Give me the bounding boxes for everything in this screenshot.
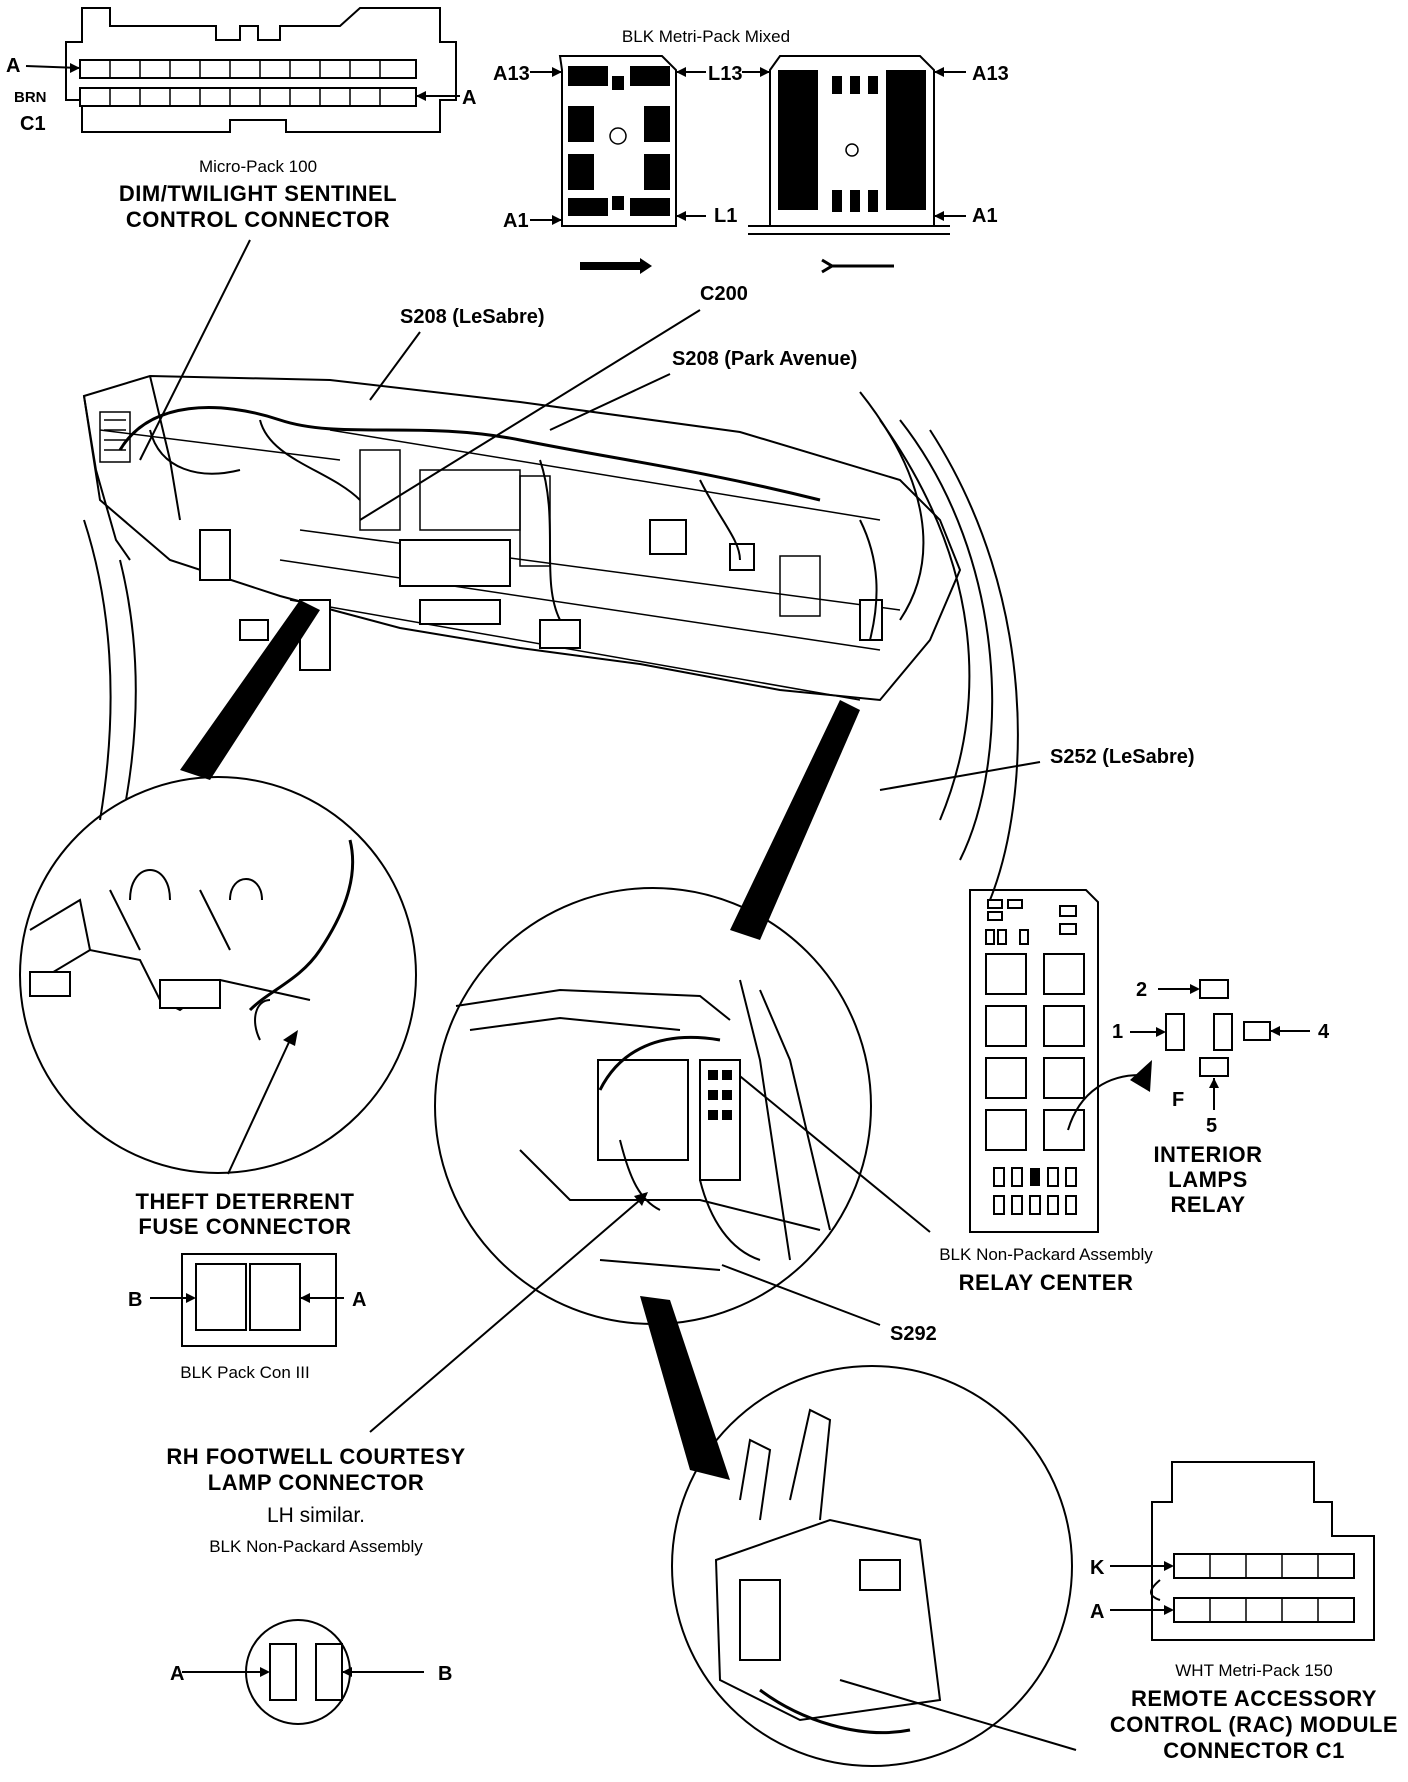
footwell-title-line1: RH FOOTWELL COURTESY	[166, 1444, 465, 1469]
footwell-connector-face	[182, 1619, 424, 1725]
s208-park-callout: S208 (Park Avenue)	[672, 348, 857, 370]
relay-pin-2: 2	[1136, 979, 1147, 1001]
c200-right-top-label: A13	[972, 63, 1009, 85]
dim-twilight-connector: A A BRN C1 Micro-Pack 100 DIM/TWILIGHT S…	[6, 7, 476, 232]
c200-left-bottom-label: A1	[503, 210, 529, 232]
footwell-assembly: BLK Non-Packard Assembly	[209, 1537, 423, 1556]
rac-title-line2: CONTROL (RAC) MODULE	[1110, 1712, 1398, 1737]
relay-center-detail-circle	[434, 887, 872, 1325]
c200-right-bottom-label: A1	[972, 205, 998, 227]
c200-mid-top-label: L13	[708, 63, 742, 85]
rac-type: WHT Metri-Pack 150	[1175, 1661, 1332, 1680]
footwell-leader-arrow	[634, 1192, 648, 1206]
c200-callout: C200	[700, 283, 748, 305]
connector-title-line2: CONTROL CONNECTOR	[126, 207, 390, 232]
relay-pin-4: 4	[1318, 1021, 1330, 1043]
c200-connector: BLK Metri-Pack Mixed	[493, 27, 1009, 274]
bottom-pin-row	[109, 88, 381, 106]
s292-callout: S292	[890, 1323, 937, 1345]
theft-pin-a: A	[352, 1289, 366, 1311]
pin-a-right-label: A	[462, 87, 476, 109]
theft-title-line2: FUSE CONNECTOR	[138, 1214, 351, 1239]
footwell-title-line2: LAMP CONNECTOR	[208, 1470, 424, 1495]
footwell-pin-a: A	[170, 1663, 184, 1685]
top-pin-row	[109, 60, 381, 78]
c200-right-cavities	[778, 70, 926, 212]
dashboard-illustration	[82, 374, 1019, 901]
pointer-wedge-left	[180, 600, 320, 780]
pin-a-left-label: A	[6, 55, 20, 77]
rac-connector-face	[1110, 1461, 1375, 1641]
relay-center-title: RELAY CENTER	[959, 1270, 1134, 1295]
c200-type-label: BLK Metri-Pack Mixed	[622, 27, 790, 46]
theft-type: BLK Pack Con III	[180, 1363, 309, 1382]
relay-pin-f: F	[1172, 1089, 1184, 1111]
footwell-note: LH similar.	[267, 1504, 365, 1527]
callout-labels: C200 S208 (LeSabre) S208 (Park Avenue) S…	[400, 283, 1195, 1345]
connector-title-line1: DIM/TWILIGHT SENTINEL	[119, 181, 397, 206]
connector-id-label: C1	[20, 113, 46, 135]
theft-pin-b: B	[128, 1289, 142, 1311]
relay-label-line3: RELAY	[1170, 1192, 1245, 1217]
pointer-wedge-lower	[640, 1296, 730, 1480]
pointer-wedge-center	[730, 700, 860, 940]
relay-pin-5: 5	[1206, 1115, 1217, 1137]
relay-center-panel	[969, 889, 1310, 1233]
footwell-leader	[369, 1199, 641, 1433]
theft-fuse-connector-face	[150, 1253, 344, 1347]
connector-type-label: Micro-Pack 100	[199, 157, 317, 176]
rac-title-line1: REMOTE ACCESSORY	[1131, 1686, 1377, 1711]
rac-pin-k: K	[1090, 1557, 1105, 1579]
relay-label-line1: INTERIOR	[1153, 1142, 1262, 1167]
rac-title-line3: CONNECTOR C1	[1163, 1738, 1345, 1763]
c200-left-top-label: A13	[493, 63, 530, 85]
theft-title-line1: THEFT DETERRENT	[136, 1189, 355, 1214]
relay-label-line2: LAMPS	[1168, 1167, 1248, 1192]
s252-callout: S252 (LeSabre)	[1050, 746, 1195, 768]
c200-left-cavities	[568, 66, 670, 216]
c200-mid-bottom-label: L1	[714, 205, 737, 227]
leader-lines	[139, 239, 1041, 1326]
rac-pin-a: A	[1090, 1601, 1104, 1623]
relay-pin-1: 1	[1112, 1021, 1123, 1043]
s208-lesabre-callout: S208 (LeSabre)	[400, 306, 545, 328]
relay-center-assembly: BLK Non-Packard Assembly	[939, 1245, 1153, 1264]
wire-color-label: BRN	[14, 89, 47, 106]
rac-detail-circle	[671, 1365, 1077, 1767]
footwell-pin-b: B	[438, 1663, 452, 1685]
theft-fuse-detail-circle	[19, 776, 417, 1175]
